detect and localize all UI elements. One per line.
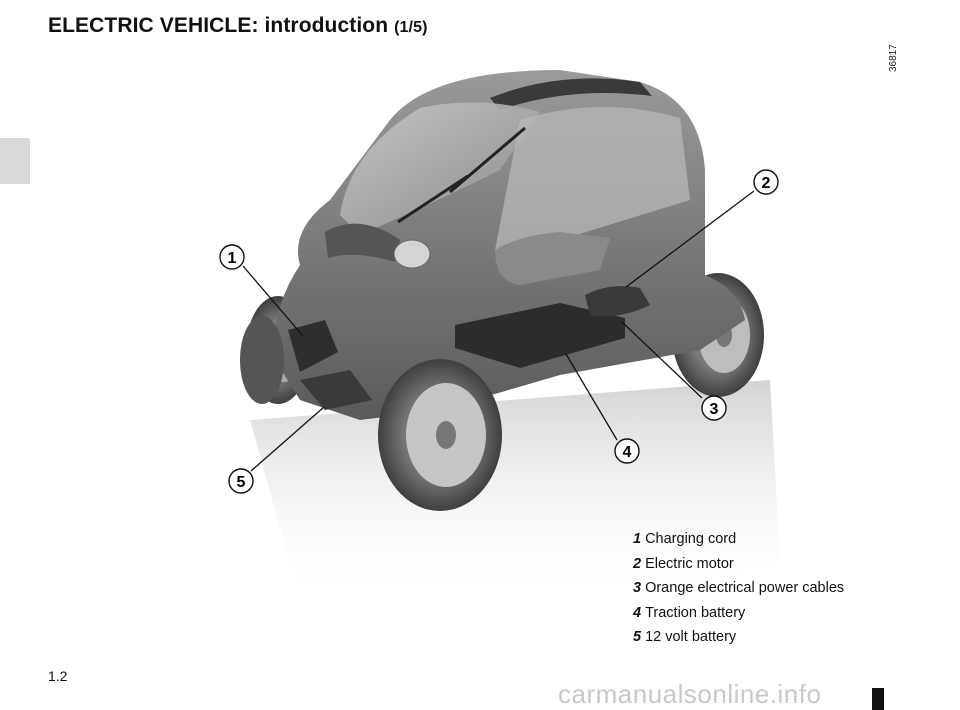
svg-text:5: 5 bbox=[237, 474, 246, 491]
marker-5: 5 bbox=[228, 468, 254, 494]
windshield bbox=[340, 102, 540, 235]
seat bbox=[495, 232, 610, 285]
side-glass bbox=[495, 106, 690, 251]
watermark: carmanualsonline.info bbox=[558, 679, 822, 709]
section-tab bbox=[0, 138, 30, 184]
traction-battery bbox=[455, 303, 625, 368]
front-right-wheel bbox=[378, 359, 502, 511]
page-part-indicator: (1/5) bbox=[394, 19, 428, 36]
leader-lines bbox=[242, 190, 755, 472]
svg-text:4: 4 bbox=[623, 444, 632, 461]
marker-2: 2 bbox=[753, 169, 779, 195]
front-left-wheel bbox=[240, 316, 284, 404]
svg-text:1: 1 bbox=[228, 250, 237, 267]
page-number: 1.2 bbox=[48, 668, 68, 684]
svg-text:2: 2 bbox=[762, 175, 771, 192]
marker-3: 3 bbox=[701, 395, 727, 421]
page-title-text: ELECTRIC VEHICLE: introduction bbox=[48, 14, 389, 37]
marker-4: 4 bbox=[614, 438, 640, 464]
front-grille bbox=[325, 223, 400, 262]
marker-1: 1 bbox=[219, 244, 245, 270]
12v-battery-area bbox=[300, 370, 372, 410]
vehicle-roof bbox=[490, 78, 652, 110]
electric-motor bbox=[585, 286, 650, 317]
footer-mark bbox=[872, 688, 884, 710]
svg-text:3: 3 bbox=[710, 401, 719, 418]
page-title: ELECTRIC VEHICLE: introduction (1/5) bbox=[48, 14, 428, 38]
